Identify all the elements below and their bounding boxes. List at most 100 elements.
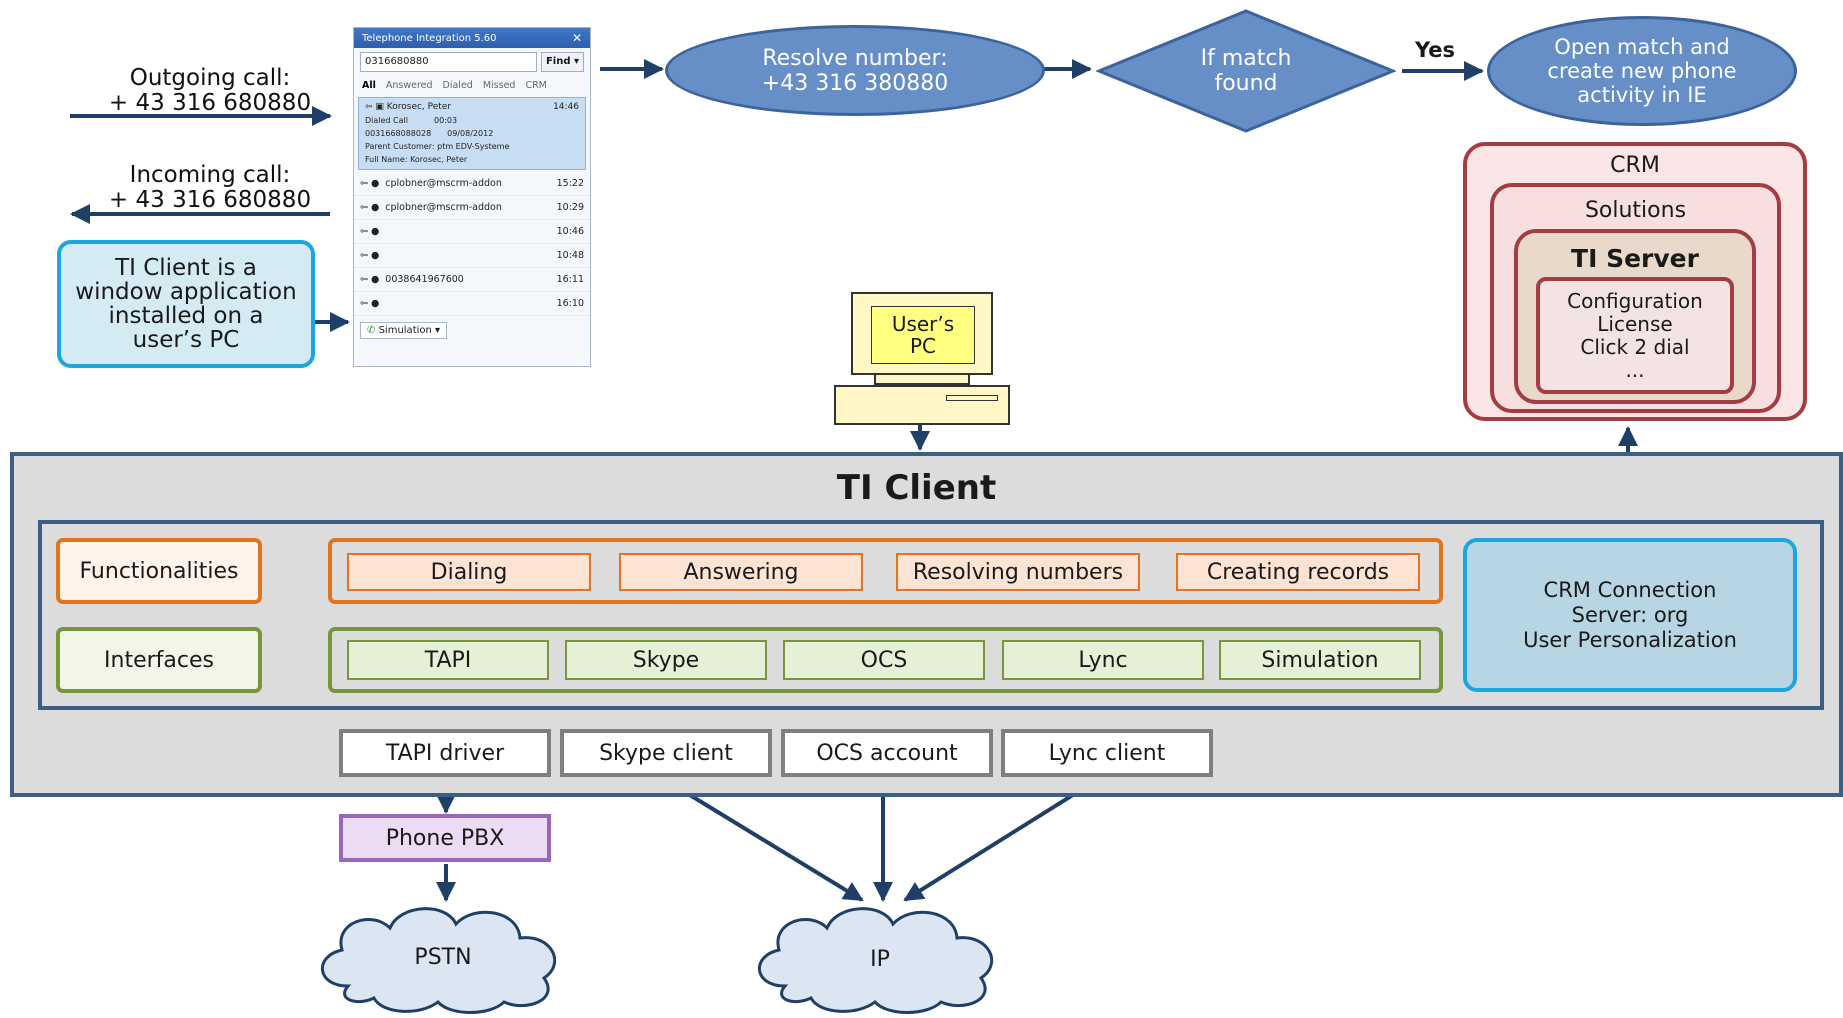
crm-connection-box: CRM Connection Server: org User Personal… [1463,538,1797,692]
telephone-integration-window: Telephone Integration 5.60 ✕ 0316680880 … [353,27,591,367]
resolve-number: +43 316 380880 [761,70,949,96]
tab-answered[interactable]: Answered [385,80,433,91]
pc-monitor-icon: User’s PC [851,292,993,375]
functionalities-box: Functionalities [56,538,262,604]
match-line: found [1214,71,1278,96]
note-line: installed on a [108,303,264,329]
selected-call-name: Korosec, Peter [386,102,452,112]
incoming-call-number: + 43 316 680880 [108,187,312,213]
note-line: window application [75,279,297,305]
user-icon: ⇦ ● [360,178,380,189]
functions-group [328,538,1443,604]
function-label: Creating records [1206,559,1390,585]
tab-missed[interactable]: Missed [482,80,516,91]
driver-label: Skype client [599,740,733,766]
ti-client-inner-box [38,520,1824,710]
phone-icon: ✆ [367,325,376,336]
pc-screen: User’s PC [871,306,975,364]
skype-client-box: Skype client [560,729,772,777]
selected-call-item[interactable]: ⇦ ▣ Korosec, Peter 14:46 Dialed Call 00:… [358,97,586,170]
find-button[interactable]: Find ▾ [540,52,584,72]
call-list-row[interactable]: ⇦ ● 10:46 [354,220,590,244]
interfaces-label: Interfaces [104,647,214,673]
pc-drive [946,395,998,401]
selected-call-fullname: Full Name: Korosec, Peter [365,155,468,164]
ti-server-label: TI Server [1571,244,1699,273]
pstn-cloud-icon [321,907,557,1014]
user-icon: ⇦ ● [360,250,380,261]
feature-item: Configuration [1567,288,1703,313]
selected-call-duration: 00:03 [433,116,458,125]
functionalities-label: Functionalities [79,558,239,584]
interface-simulation: Simulation [1219,640,1421,680]
call-row-time: 10:48 [556,250,584,261]
solutions-label: Solutions [1584,198,1687,223]
interface-label: Lync [1078,647,1128,673]
pc-label: PC [909,334,937,358]
call-list-row[interactable]: ⇦ ● cplobner@mscrm-addon 15:22 [354,172,590,196]
interface-label: Simulation [1261,647,1379,673]
selected-call-number: 0031668088028 [365,129,432,138]
lync-to-ip-arrow [903,776,1102,902]
ti-client-note: TI Client is a window application instal… [57,240,315,368]
ip-label: IP [870,946,890,972]
interface-tapi: TAPI [347,640,549,680]
ti-client-title: TI Client [836,468,997,508]
open-line: activity in IE [1577,83,1707,107]
interface-label: OCS [860,647,908,673]
match-decision-diamond [1096,9,1396,133]
call-row-time: 16:11 [556,274,584,285]
incoming-call-label: Incoming call: + 43 316 680880 [80,163,340,213]
match-line: If match [1200,46,1292,71]
tab-all[interactable]: All [362,80,376,91]
feature-item: Click 2 dial [1580,334,1690,359]
call-row-time: 10:46 [556,226,584,237]
tab-crm[interactable]: CRM [525,80,547,91]
call-list-row[interactable]: ⇦ ● 0038641967600 16:11 [354,268,590,292]
incoming-call-title: Incoming call: [129,162,291,188]
resolve-number-step: Resolve number: +43 316 380880 [665,25,1045,116]
selected-call-parent: Parent Customer: ptm EDV-Systeme [365,142,510,151]
call-list-row[interactable]: ⇦ ● 10:48 [354,244,590,268]
driver-label: Lync client [1048,740,1166,766]
selected-call-date: 09/08/2012 [447,129,494,138]
yes-label: Yes [1415,38,1456,62]
match-decision-label: If match found [1096,8,1396,134]
pc-label: User’s [891,312,955,336]
interface-label: Skype [632,647,700,673]
call-list-row[interactable]: ⇦ ● cplobner@mscrm-addon 10:29 [354,196,590,220]
tab-dialed[interactable]: Dialed [442,80,473,91]
selected-call-type: Dialed Call [365,116,408,125]
note-line: user’s PC [132,327,240,353]
close-icon[interactable]: ✕ [571,31,582,45]
feature-item: ... [1625,357,1645,382]
ocs-account-box: OCS account [781,729,993,777]
outgoing-call-title: Outgoing call: [129,65,291,91]
driver-label: OCS account [816,740,958,766]
call-list-row[interactable]: ⇦ ● 16:10 [354,292,590,316]
open-line: create new phone [1547,59,1737,83]
open-match-step: Open match and create new phone activity… [1487,16,1797,126]
ti-server-features: Configuration License Click 2 dial ... [1536,277,1734,394]
call-row-name: 0038641967600 [385,274,464,285]
function-creating-records: Creating records [1176,553,1420,591]
function-label: Answering [683,559,799,585]
call-icon: ⇦ ▣ [365,102,387,112]
ip-label-wrap: IP [745,900,1015,1018]
call-row-time: 10:29 [556,202,584,213]
chevron-down-icon: ▾ [435,325,441,336]
selected-call-time: 14:46 [553,102,579,112]
interface-lync: Lync [1002,640,1204,680]
simulation-button[interactable]: ✆ Simulation ▾ [360,322,448,339]
call-row-time: 16:10 [556,298,584,309]
outgoing-call-number: + 43 316 680880 [108,90,312,116]
user-icon: ⇦ ● [360,202,380,213]
call-row-name: cplobner@mscrm-addon [385,178,502,189]
search-bar: 0316680880 Find ▾ [354,48,590,76]
search-input[interactable]: 0316680880 [360,52,537,72]
user-icon: ⇦ ● [360,274,380,285]
note-line: TI Client is a [115,255,257,281]
function-answering: Answering [619,553,863,591]
feature-item: License [1597,311,1673,336]
call-row-name: cplobner@mscrm-addon [385,202,502,213]
